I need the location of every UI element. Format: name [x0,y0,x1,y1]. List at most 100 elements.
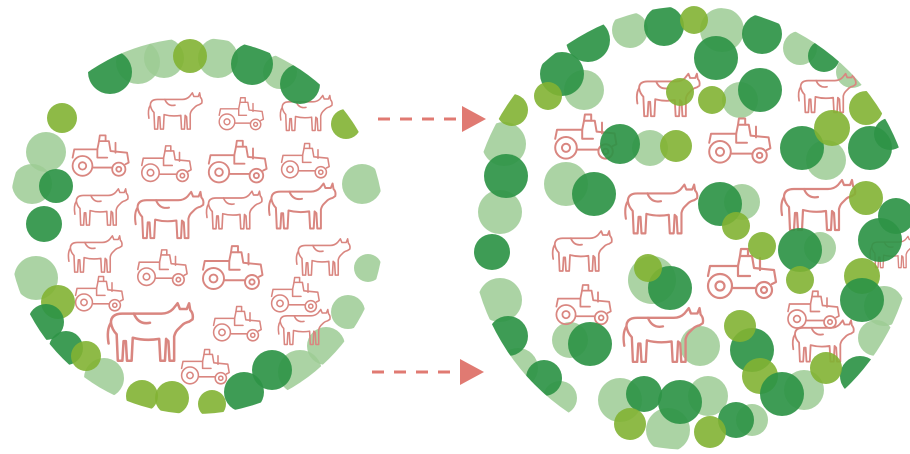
foliage-blob [526,360,562,396]
foliage-blob [307,327,345,365]
foliage-blob [666,78,694,106]
foliage-blob [568,322,612,366]
foliage-blob [680,326,720,366]
foliage-blob [600,124,640,164]
foliage-blob [88,50,132,94]
foliage-blob [738,68,782,112]
foliage-blob [173,39,207,73]
foliage-blob [742,14,782,54]
tractor-icon [74,275,125,312]
cow-icon [295,238,351,276]
foliage-blob [648,266,692,310]
foliage-blob [849,181,883,215]
foliage-blob [484,154,528,198]
foliage-blob [786,266,814,294]
cow-icon [134,190,205,240]
foliage-blob [810,352,842,384]
foliage-blob [534,82,562,110]
tractor-icon [787,290,840,329]
foliage-blob [572,172,616,216]
foliage-blob [198,38,238,78]
cow-icon [147,92,203,130]
foliage-blob [718,402,754,438]
foliage-blob [634,254,662,282]
foliage-blob [858,320,894,356]
cow-icon [73,188,129,226]
cow-icon [624,183,699,235]
foliage-blob [224,372,264,412]
foliage-blob [478,190,522,234]
foliage-blob [658,380,702,424]
foliage-blob [808,40,840,72]
tractor-icon [270,276,321,313]
foliage-blob [354,254,382,282]
foliage-blob [71,341,101,371]
foliage-blob [748,232,776,260]
foliage-blob [632,130,668,166]
foliage-blob [724,310,756,342]
foliage-blob [496,94,528,126]
foliage-blob [840,356,880,396]
foliage-blob [47,103,77,133]
foliage-blob [39,169,73,203]
foliage-blob [778,228,822,272]
foliage-blob [840,278,884,322]
cow-icon [551,230,613,272]
tractor-icon [201,245,264,291]
tractor-icon [140,145,192,183]
foliage-blob [694,416,726,448]
tractor-icon [555,284,612,326]
foliage-blob [760,372,804,416]
tractor-icon [212,305,263,342]
foliage-blob [849,91,883,125]
foliage-blob [780,126,824,170]
tractor-icon [136,249,188,287]
tractor-icon [180,348,231,385]
foliage-blob [814,110,850,146]
foliage-blob [694,36,738,80]
foliage-blob [478,278,522,322]
tractor-icon [280,142,331,179]
after-panel [474,6,910,450]
tractor-icon [708,117,772,164]
cow-icon [267,182,337,230]
tractor-icon [218,96,265,131]
foliage-blob [342,164,382,204]
foliage-blob [474,234,510,270]
foliage-blob [488,316,528,356]
foliage-blob [331,295,365,329]
top-arrow-icon [378,106,486,132]
foliage-blob [198,390,226,414]
foliage-blob [144,38,184,78]
foliage-blob [331,109,361,139]
foliage-blob [252,350,292,390]
foliage-blob [482,122,526,166]
cow-icon [106,301,195,363]
foliage-blob [231,43,273,85]
foliage-blob [698,86,726,114]
foliage-blob [644,6,684,46]
cow-icon [780,178,857,232]
foliage-blob [874,118,906,150]
foliage-blob [14,256,58,300]
foliage-blob [614,408,646,440]
foliage-blob [26,132,66,172]
cow-icon [205,190,263,230]
before-panel [12,38,382,414]
foliage-blob [280,64,320,104]
foliage-blob [836,56,868,88]
foliage-blob [155,381,189,414]
tractor-icon [71,134,130,177]
foliage-blob [612,12,648,48]
foliage-blob [26,206,62,242]
tractor-icon [207,139,268,184]
foliage-blob [126,380,158,412]
foliage-blob [660,130,692,162]
foliage-blob [680,6,708,34]
cow-icon [67,235,123,273]
foliage-blob [722,212,750,240]
foliage-blob [878,198,910,234]
bottom-arrow-icon [372,359,484,385]
